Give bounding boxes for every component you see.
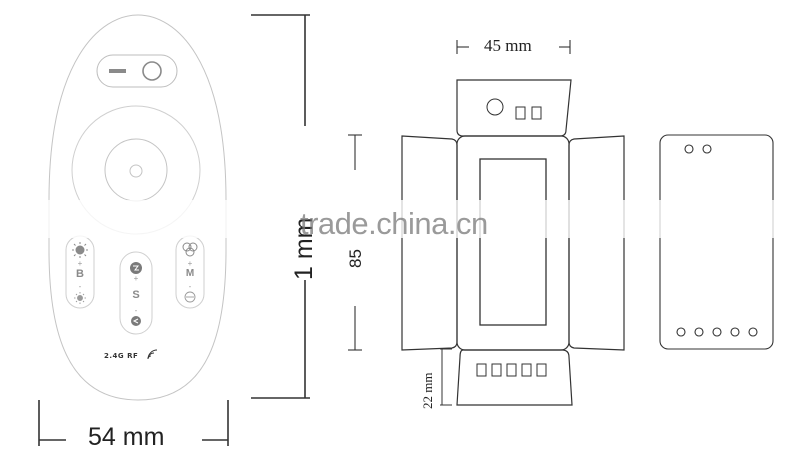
rf-wave-icon — [147, 349, 158, 360]
square-port — [515, 106, 526, 120]
controller-unfolded — [401, 79, 625, 406]
top-hole — [702, 144, 712, 154]
round-port — [486, 98, 504, 116]
rgb-circles-icon — [182, 242, 198, 257]
square-port — [521, 363, 532, 377]
watermark-band — [0, 200, 800, 238]
square-port — [536, 363, 547, 377]
speed-up-icon — [130, 262, 142, 274]
speed-minus: - — [134, 306, 138, 315]
brightness-letter: B — [76, 268, 84, 280]
mode-minus: - — [188, 282, 192, 291]
mode-plus: + — [187, 259, 193, 268]
brightness-minus: - — [78, 282, 82, 291]
controller-window — [479, 158, 547, 326]
top-hole — [684, 144, 694, 154]
sun-small-icon — [74, 292, 86, 304]
controller-width-dimension — [456, 40, 571, 54]
bottom-hole — [676, 327, 686, 337]
mode-letter: M — [185, 268, 195, 279]
mode-down-icon — [184, 291, 196, 303]
speed-pod — [119, 251, 153, 335]
controller-height-label: 85 — [346, 249, 365, 268]
speed-plus: + — [133, 274, 139, 283]
remote-width-dimension — [38, 400, 229, 446]
color-wheel-center — [129, 164, 143, 178]
bottom-cap — [456, 349, 573, 406]
bottom-hole — [712, 327, 722, 337]
controller-height-dimension — [348, 134, 362, 351]
right-flap — [568, 135, 625, 351]
brightness-plus: + — [77, 259, 83, 268]
watermark: trade.china.cn — [300, 206, 488, 241]
on-circle-icon — [142, 61, 162, 81]
receiver-back — [659, 134, 774, 350]
square-port — [476, 363, 487, 377]
top-cap — [456, 79, 572, 137]
speed-down-icon — [131, 316, 141, 326]
cap-height-label: 22 mm — [420, 372, 435, 409]
rf-label: 2.4G RF — [104, 352, 139, 360]
remote-height-dimension — [251, 14, 310, 399]
controller-body — [456, 135, 570, 351]
bottom-hole — [748, 327, 758, 337]
power-switch-frame — [96, 54, 178, 88]
sun-large-icon — [72, 242, 88, 258]
bottom-hole — [694, 327, 704, 337]
receiver-outline — [659, 134, 774, 350]
speed-letter: S — [132, 289, 140, 301]
square-port — [506, 363, 517, 377]
left-flap — [401, 135, 458, 351]
square-port — [491, 363, 502, 377]
cap-height-dimension — [440, 348, 452, 406]
controller-width-label: 45 mm — [484, 36, 532, 55]
square-port — [531, 106, 542, 120]
bottom-hole — [730, 327, 740, 337]
remote-width-label: 54 mm — [88, 423, 165, 451]
off-bar-icon — [109, 69, 126, 73]
color-wheel-inner — [104, 138, 168, 202]
